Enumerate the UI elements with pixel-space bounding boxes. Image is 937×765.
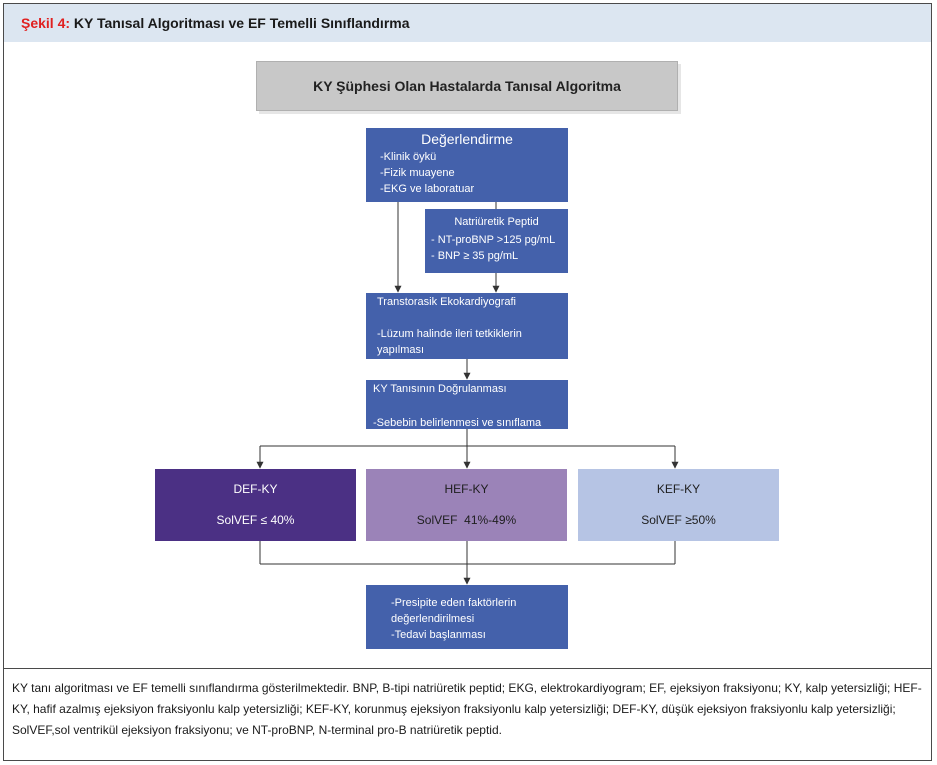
class-criterion: SolVEF ≤ 40% [216,513,295,527]
natriuretic-peptide-box: Natriüretik Peptid - NT-proBNP >125 pg/m… [425,209,568,273]
evaluation-box: Değerlendirme -Klinik öykü -Fizik muayen… [366,128,568,202]
evaluation-item: -Fizik muayene [380,167,455,179]
management-box: -Presipite eden faktörlerin değerlendiri… [366,585,568,649]
echo-heading: Transtorasik Ekokardiyografi [377,296,516,308]
confirmation-note: -Sebebin belirlenmesi ve sınıflama [373,417,542,429]
figure-title-text: KY Tanısal Algoritması ve EF Temelli Sın… [73,15,410,31]
echo-note: -Lüzum halinde ileri tetkiklerin yapılma… [377,328,522,356]
management-item: -Tedavi başlanması [391,629,486,641]
confirmation-heading: KY Tanısının Doğrulanması [373,383,507,395]
class-name: DEF-KY [233,482,278,496]
class-box-hef-ky: HEF-KY SolVEF 41%-49% [366,469,567,541]
echocardiography-box: Transtorasik Ekokardiyografi -Lüzum hali… [366,293,568,359]
figure-header: Şekil 4: KY Tanısal Algoritması ve EF Te… [4,4,931,42]
algorithm-banner: KY Şüphesi Olan Hastalarda Tanısal Algor… [256,61,678,111]
class-name: HEF-KY [444,482,489,496]
evaluation-item: -EKG ve laboratuar [380,183,475,195]
figure-caption: KY tanı algoritması ve EF temelli sınıfl… [12,681,922,737]
management-item: -Presipite eden faktörlerin değerlendiri… [391,597,517,625]
natriuretic-heading: Natriüretik Peptid [454,216,539,228]
evaluation-heading: Değerlendirme [421,131,513,147]
evaluation-item: -Klinik öykü [380,151,437,163]
caption-area: KY tanı algoritması ve EF temelli sınıfl… [4,668,931,760]
natriuretic-item: - BNP ≥ 35 pg/mL [431,250,519,262]
class-criterion: SolVEF ≥50% [641,513,716,527]
class-box-def-ky: DEF-KY SolVEF ≤ 40% [155,469,356,541]
figure-label: Şekil 4: [21,15,71,31]
figure-frame [3,3,932,761]
class-name: KEF-KY [656,482,701,496]
natriuretic-item: - NT-proBNP >125 pg/mL [431,234,556,246]
diagnosis-confirmation-box: KY Tanısının Doğrulanması -Sebebin belir… [366,380,568,429]
figure-title: Şekil 4: KY Tanısal Algoritması ve EF Te… [21,15,410,31]
class-criterion: SolVEF 41%-49% [416,513,517,527]
class-box-kef-ky: KEF-KY SolVEF ≥50% [578,469,779,541]
